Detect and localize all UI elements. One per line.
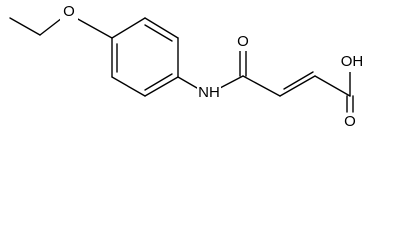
bond-ch3-ch2 xyxy=(9,17,41,36)
bond-alkene-double xyxy=(283,71,314,90)
carbonyl-oxygen-label: O xyxy=(237,33,249,50)
bond-ch2-o xyxy=(39,17,63,36)
chemical-structure-diagram: O NH O OH O xyxy=(9,3,365,131)
bond-o-ring xyxy=(75,17,113,39)
bond-n-carbonyl xyxy=(219,75,244,89)
alkene-chain xyxy=(242,71,351,97)
bond-carbonyl-alkene xyxy=(242,75,281,97)
amide-linker xyxy=(177,49,247,89)
bond-alkene xyxy=(279,75,316,97)
carboxylic-acid xyxy=(346,71,354,113)
hydroxyl-label: OH xyxy=(341,53,364,70)
ring-double-bond-c xyxy=(144,73,173,91)
amide-nitrogen-label: NH xyxy=(198,84,220,101)
ethoxy-group xyxy=(9,17,113,39)
ether-oxygen-label: O xyxy=(63,3,75,20)
ring-bond-4 xyxy=(144,76,179,97)
ring-bond-1 xyxy=(111,17,146,39)
benzene-ring xyxy=(111,17,179,97)
bond-alkene-acid xyxy=(314,75,351,97)
ring-double-bond-b xyxy=(144,24,173,42)
ring-bond-2 xyxy=(144,17,179,39)
acid-carbonyl-oxygen-label: O xyxy=(344,113,356,130)
atom-labels: O NH O OH O xyxy=(60,3,365,131)
ring-bond-5 xyxy=(111,76,146,97)
bond-ring-n xyxy=(177,76,198,89)
